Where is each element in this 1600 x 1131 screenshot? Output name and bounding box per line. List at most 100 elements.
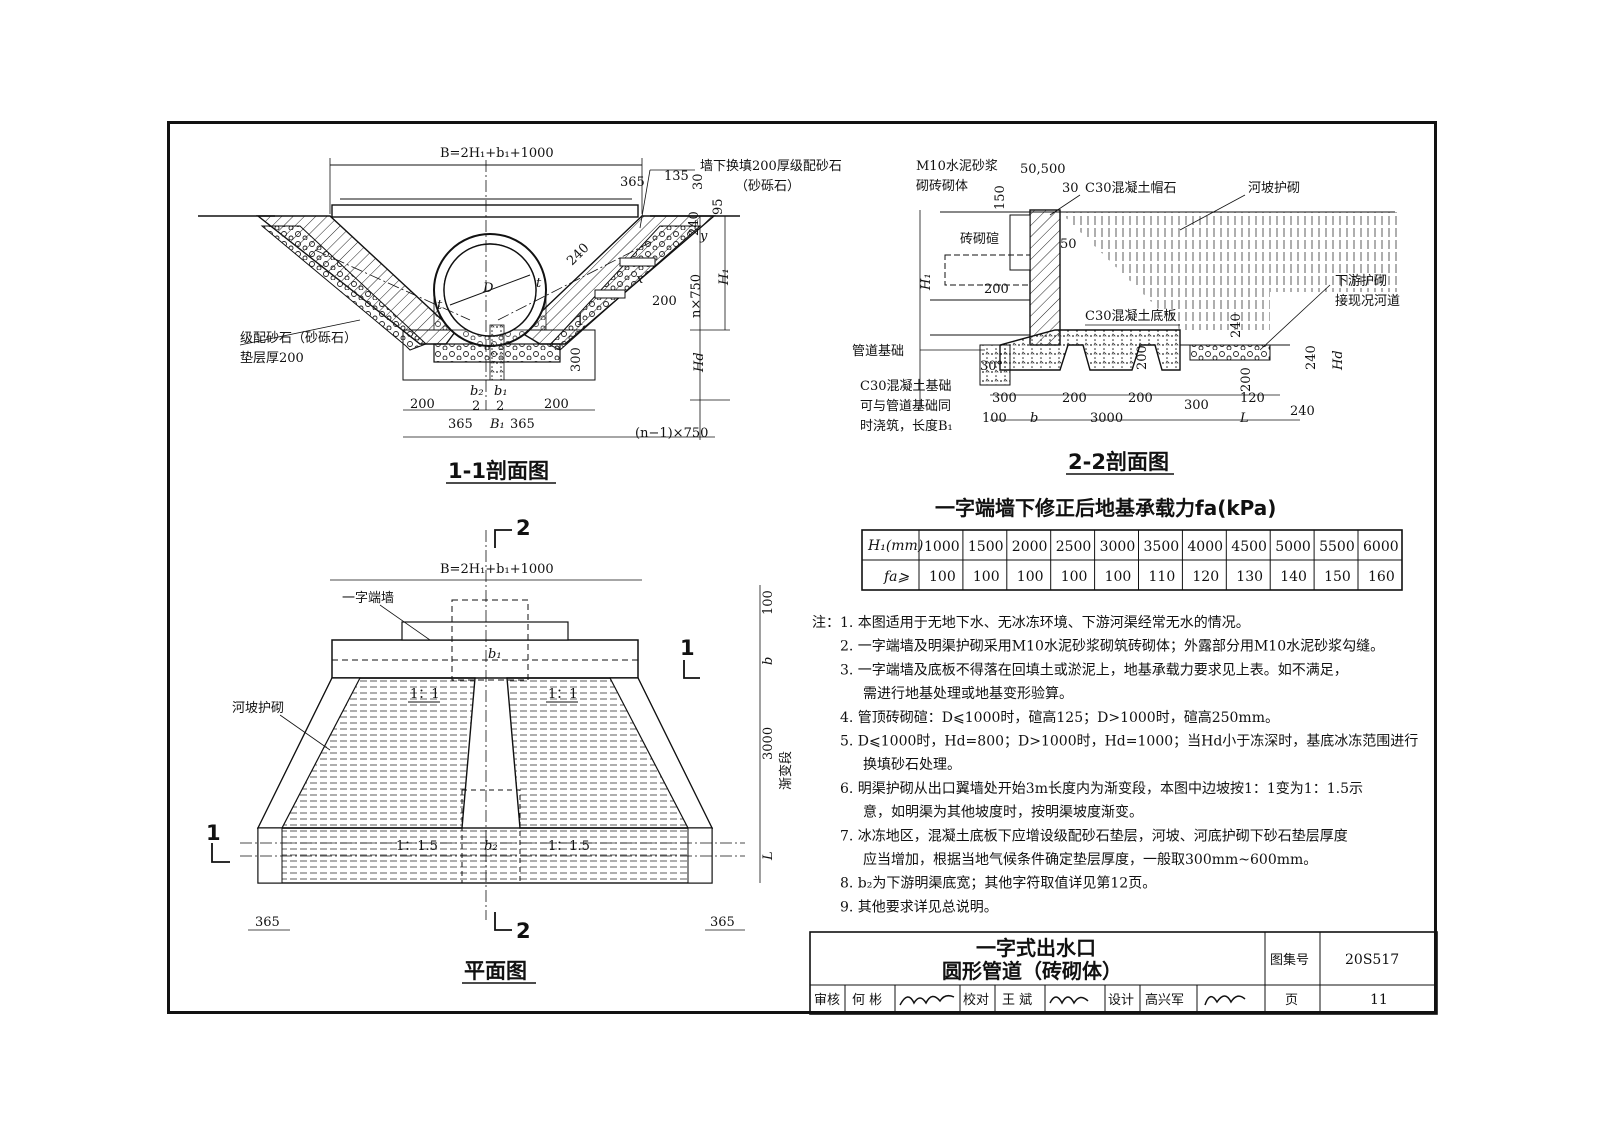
cut-2-top: 2: [516, 516, 531, 540]
dim-3000: 3000: [1090, 411, 1123, 426]
note-line: 注：1. 本图适用于无地下水、无冰冻环境、下游河渠经常无水的情况。: [812, 614, 1250, 631]
table-h1-cell: 2000: [1012, 539, 1048, 555]
dim-50-500: 50,500: [1020, 162, 1066, 177]
label-pipe-base: 管道基础: [852, 344, 904, 359]
checker-name: 王 斌: [1002, 993, 1032, 1008]
atlas-number: 20S517: [1345, 952, 1399, 968]
drawing-sheet: [167, 121, 1437, 1014]
dim-240-downstream: 240: [1229, 313, 1244, 338]
note-line: 换填砂石处理。: [863, 756, 961, 773]
designer-name: 高兴军: [1145, 992, 1184, 1008]
page-number: 11: [1370, 992, 1388, 1008]
dim-200-b: 200: [1128, 391, 1153, 406]
notes-block: 注：1. 本图适用于无地下水、无冰冻环境、下游河渠经常无水的情况。 2. 一字端墙…: [812, 614, 1418, 915]
plan-dim-L: L: [761, 851, 776, 861]
table-h1-cell: 4500: [1231, 539, 1267, 555]
ratio-left-top: 1：1: [410, 687, 440, 702]
table-h1-cell: 2500: [1056, 539, 1092, 555]
plan-transition: 渐变段: [778, 751, 794, 790]
wall-thickness-right: t: [536, 276, 542, 291]
plan-dim-b1: b₁: [488, 647, 502, 662]
dim-200-slab: 200: [1135, 345, 1150, 370]
label-c30-base-2: 可与管道基础同: [860, 399, 951, 414]
check-label: 校对: [963, 992, 989, 1008]
dim-30: 30: [691, 173, 706, 190]
note-line: 4. 管顶砖砌碹：D⩽1000时，碹高125；D>1000时，碹高250mm。: [840, 709, 1279, 726]
reviewer-signature: [899, 994, 955, 1006]
table-h1-cell: 3500: [1144, 539, 1180, 555]
dim-Hd: Hd: [692, 352, 707, 373]
section-1-1: B=2H₁+b₁+1000 D t t 365 1: [198, 146, 842, 484]
dim-365-left: 365: [448, 417, 473, 432]
atlas-label: 图集号: [1270, 952, 1309, 968]
table-fa-cell: 160: [1368, 569, 1395, 585]
label-gravel: 级配砂石（砂砾石）: [240, 331, 357, 346]
label-c30-base-3: 时浇筑，长度B₁: [860, 418, 953, 434]
label-end-wall: 一字端墙: [342, 591, 394, 606]
note-line: 8. b₂为下游明渠底宽；其他字符取值详见第12页。: [840, 875, 1156, 892]
table-h1-cell: 1000: [924, 539, 960, 555]
design-label: 设计: [1108, 993, 1134, 1008]
table-fa-cell: 140: [1280, 569, 1307, 585]
table-fa-cell: 110: [1149, 569, 1176, 585]
label-slope-protection: 河坡护砌: [1248, 181, 1300, 196]
page-label: 页: [1285, 993, 1298, 1008]
dim-200-right: 200: [652, 294, 677, 309]
note-line: 意，如明渠为其他坡度时，按明渠坡度渐变。: [863, 804, 1143, 821]
table-fa-cell: 100: [973, 569, 1000, 585]
label-wall-fill-2: （砂砾石）: [735, 179, 800, 194]
table-fa-cell: 100: [1105, 569, 1132, 585]
dim-135: 135: [664, 169, 689, 184]
title-section-2-2: 2-2剖面图: [1068, 450, 1169, 474]
checker-signature: [1049, 996, 1089, 1005]
dim-200-down: 200: [1239, 367, 1254, 392]
table-h1-cell: 5000: [1275, 539, 1311, 555]
dim-95: 95: [711, 198, 726, 215]
dim-240-right: 240: [687, 211, 702, 236]
dim-300-right: 300: [1184, 398, 1209, 413]
dim-x: x: [636, 272, 644, 287]
note-line: 需进行地基处理或地基变形验算。: [863, 685, 1073, 702]
review-label: 审核: [814, 993, 840, 1008]
table-h1-cell: 6000: [1363, 539, 1399, 555]
dim-Hd-2: Hd: [1331, 350, 1346, 371]
title-block: 一字式出水口 圆形管道（砖砌体） 图集号 20S517 审核 何 彬 校对 王 …: [809, 931, 1438, 1015]
table-fa-cell: 130: [1236, 569, 1263, 585]
dim-240-slope: 240: [564, 241, 592, 269]
dim-240-bottom: 240: [1290, 404, 1315, 419]
label-cap-stone: C30混凝土帽石: [1085, 180, 1177, 196]
dim-2-left: 2: [472, 399, 480, 414]
label-c30-base: C30混凝土基础: [860, 378, 952, 394]
table-h1-cell: 5500: [1319, 539, 1355, 555]
label-downstream: 下游护砌: [1335, 274, 1387, 289]
table-h1-cell: 1500: [968, 539, 1004, 555]
label-m10-2: 砌砖砌体: [916, 179, 968, 194]
cut-1-left: 1: [206, 821, 221, 845]
dim-365-top: 365: [620, 175, 645, 190]
table-row1-header: H₁(mm): [867, 538, 923, 554]
table-fa-cell: 100: [929, 569, 956, 585]
dim-365-right: 365: [510, 417, 535, 432]
dim-n-1-750: (n−1)×750: [635, 426, 708, 441]
table-fa-cell: 150: [1324, 569, 1351, 585]
dim-y: y: [699, 229, 708, 244]
dim-30-deg: 30°: [980, 359, 1003, 374]
plan-dim-365-left: 365: [255, 915, 280, 930]
plan-dim-100: 100: [761, 590, 776, 615]
label-gravel-2: 垫层厚200: [240, 350, 304, 366]
dim-200-a: 200: [1062, 391, 1087, 406]
ratio-left-bottom: 1：1.5: [396, 839, 438, 854]
table-fa-cell: 100: [1017, 569, 1044, 585]
table-fa-cell: 100: [1061, 569, 1088, 585]
plan-dim-3000: 3000: [761, 727, 776, 760]
title-line-2: 圆形管道（砖砌体）: [942, 959, 1122, 983]
note-line: 2. 一字端墙及明渠护砌采用M10水泥砂浆砌筑砖砌体；外露部分用M10水泥砂浆勾…: [840, 639, 1384, 655]
label-downstream-2: 接现况河道: [1335, 293, 1400, 309]
ratio-right-bottom: 1：1.5: [548, 839, 590, 854]
label-wall-fill: 墙下换填200厚级配砂石: [700, 159, 842, 174]
dim-120: 120: [1240, 391, 1265, 406]
plan-dim-b2: b₂: [484, 839, 498, 854]
note-line: 7. 冰冻地区，混凝土底板下应增设级配砂石垫层，河坡、河底护砌下砂石垫层厚度: [840, 827, 1348, 844]
label-slab: C30混凝土底板: [1085, 308, 1177, 324]
table-h1-cell: 4000: [1187, 539, 1223, 555]
